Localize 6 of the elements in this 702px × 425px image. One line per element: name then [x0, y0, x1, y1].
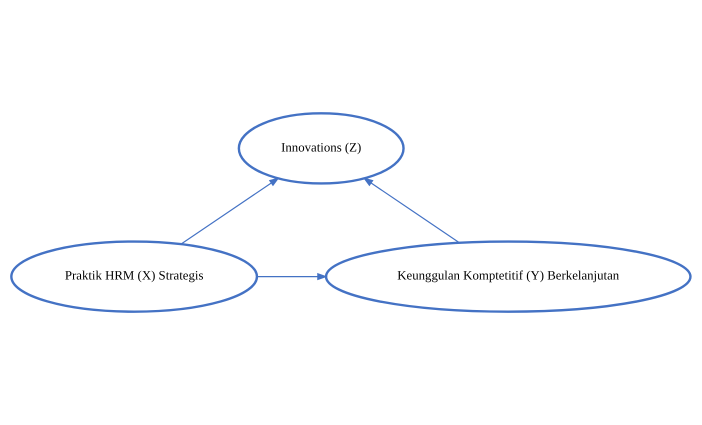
- node-ellipse: Keunggulan Komptetitif (Y) Berkelanjutan: [324, 240, 692, 313]
- arrow: [256, 272, 328, 280]
- arrow: [181, 177, 280, 244]
- arrow: [362, 177, 460, 243]
- node-ellipse: Praktik HRM (X) Strategis: [10, 240, 258, 313]
- node-ellipse: Innovations (Z): [238, 112, 405, 185]
